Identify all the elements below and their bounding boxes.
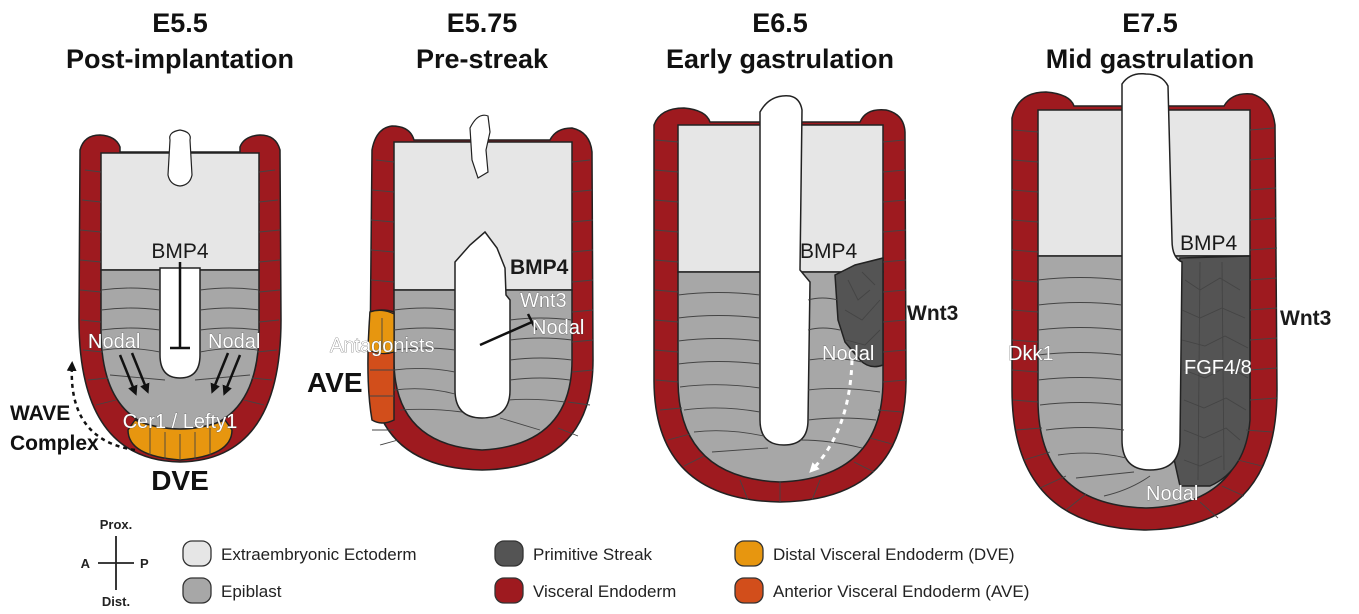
legend-item-epiblast: Epiblast	[183, 578, 282, 603]
stage-2-name: Pre-streak	[416, 44, 549, 74]
legend-swatch	[735, 541, 763, 566]
stage-3-name: Early gastrulation	[666, 44, 894, 74]
legend-item-primitive-streak: Primitive Streak	[495, 541, 653, 566]
legend: Extraembryonic Ectoderm Epiblast Primiti…	[183, 541, 1029, 603]
e55-wave-label: WAVE	[10, 402, 70, 425]
stage-4-name: Mid gastrulation	[1046, 44, 1255, 74]
e75-dkk1-label: Dkk1	[1008, 343, 1054, 365]
e575-ave-label: AVE	[307, 367, 363, 398]
axis-a-label: A	[81, 556, 91, 571]
e55-bmp4-label: BMP4	[151, 240, 209, 263]
e65-wnt3-label: Wnt3	[907, 302, 958, 325]
e55-complex-label: Complex	[10, 432, 99, 455]
e55-cer1-lefty1-label: Cer1 / Lefty1	[123, 411, 238, 433]
embryo-e75: BMP4 Wnt3 Dkk1 FGF4/8 Nodal	[1008, 74, 1331, 530]
axis-dist-label: Dist.	[102, 594, 130, 609]
legend-item-extraembryonic-ectoderm: Extraembryonic Ectoderm	[183, 541, 417, 566]
e55-dve-label: DVE	[151, 465, 209, 496]
legend-swatch	[183, 578, 211, 603]
e65-nodal-label: Nodal	[822, 343, 874, 365]
e575-bmp4-label: BMP4	[510, 256, 569, 279]
legend-item-visceral-endoderm: Visceral Endoderm	[495, 578, 676, 603]
e575-wnt3-label: Wnt3	[520, 290, 567, 312]
legend-label: Epiblast	[221, 582, 282, 601]
legend-swatch	[735, 578, 763, 603]
legend-label: Distal Visceral Endoderm (DVE)	[773, 545, 1015, 564]
e75-wnt3-label: Wnt3	[1280, 307, 1331, 330]
e75-bmp4-label: BMP4	[1180, 232, 1238, 255]
e575-antagonists-label: Antagonists	[330, 335, 435, 357]
legend-item-ave: Anterior Visceral Endoderm (AVE)	[735, 578, 1029, 603]
legend-label: Primitive Streak	[533, 545, 653, 564]
embryo-e575: BMP4 Wnt3 Nodal Antagonists AVE	[307, 115, 593, 470]
axis-indicator: Prox. Dist. A P	[81, 517, 149, 609]
legend-label: Extraembryonic Ectoderm	[221, 545, 417, 564]
embryo-e55: BMP4 Nodal Nodal Cer1 / Lefty1 WAVE Comp…	[10, 130, 281, 496]
axis-p-label: P	[140, 556, 149, 571]
e55-nodal-right-label: Nodal	[208, 331, 260, 353]
legend-label: Anterior Visceral Endoderm (AVE)	[773, 582, 1029, 601]
e575-nodal-label: Nodal	[532, 317, 584, 339]
stage-4-label: E7.5	[1122, 8, 1178, 38]
e575-cavity	[455, 232, 510, 418]
e65-bmp4-label: BMP4	[800, 240, 858, 263]
legend-item-dve: Distal Visceral Endoderm (DVE)	[735, 541, 1015, 566]
e75-fgf-label: FGF4/8	[1184, 357, 1252, 379]
embryo-e65: BMP4 Wnt3 Nodal	[654, 96, 958, 502]
legend-label: Visceral Endoderm	[533, 582, 676, 601]
legend-swatch	[495, 541, 523, 566]
stage-2-label: E5.75	[447, 8, 518, 38]
stage-1-name: Post-implantation	[66, 44, 294, 74]
legend-swatch	[495, 578, 523, 603]
stage-1-label: E5.5	[152, 8, 208, 38]
e55-nodal-left-label: Nodal	[88, 331, 140, 353]
legend-swatch	[183, 541, 211, 566]
e75-nodal-label: Nodal	[1146, 483, 1198, 505]
stage-3-label: E6.5	[752, 8, 808, 38]
axis-prox-label: Prox.	[100, 517, 133, 532]
stage-titles: E5.5 Post-implantation E5.75 Pre-streak …	[66, 8, 1254, 74]
e55-proamniotic-slit	[168, 130, 192, 186]
